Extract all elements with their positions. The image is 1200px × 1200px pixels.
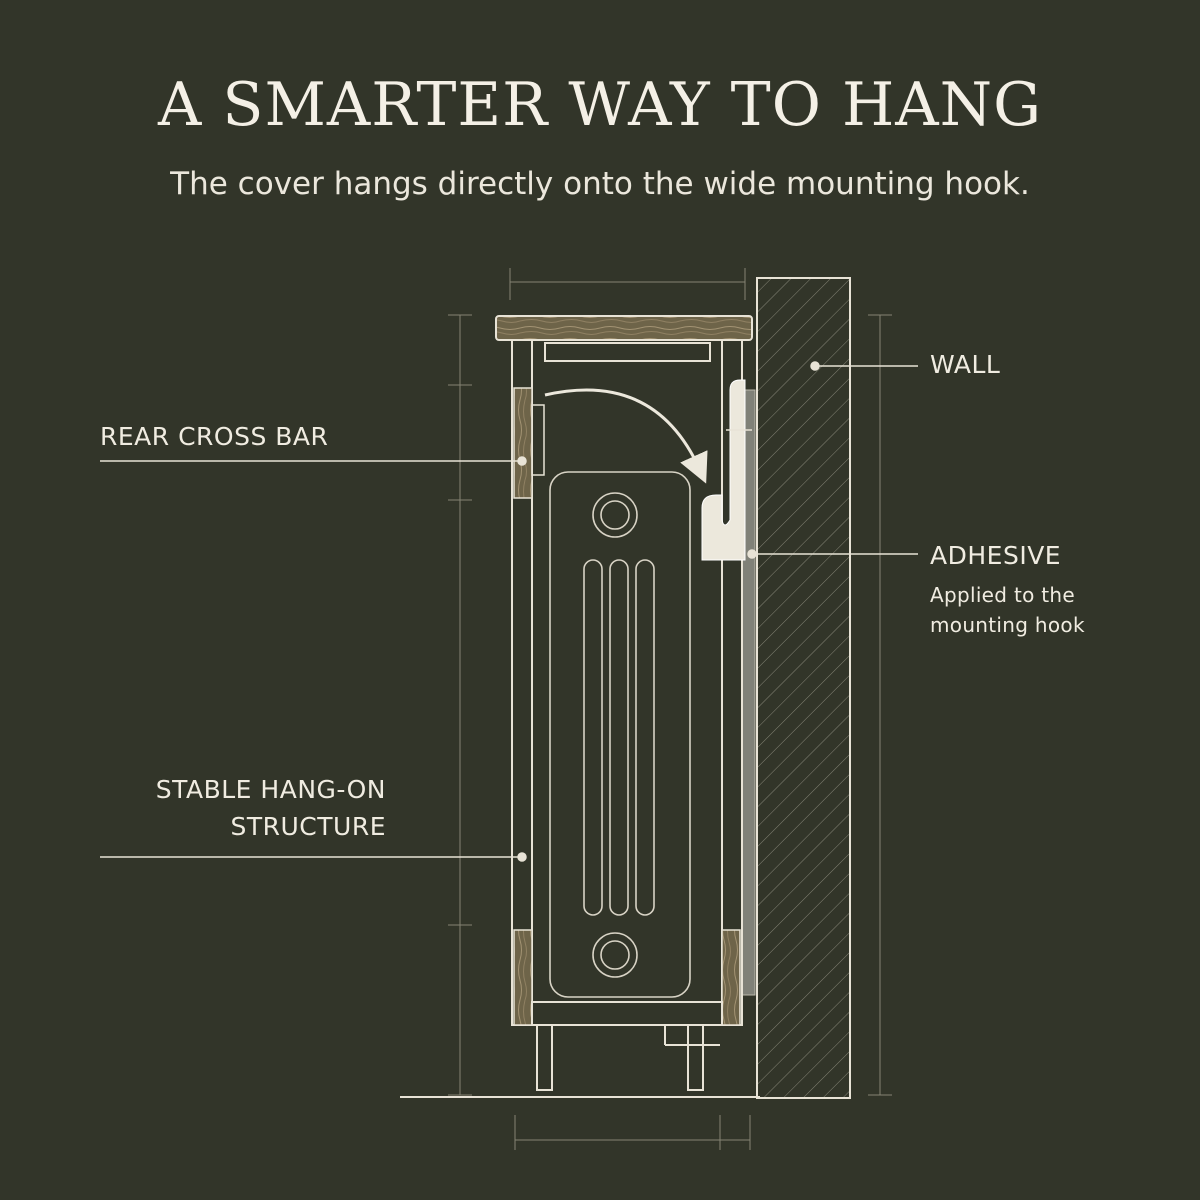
leader-lines	[100, 361, 918, 862]
rear-cross-bar-label: REAR CROSS BAR	[100, 422, 329, 451]
mounting-hook	[701, 379, 752, 561]
stable-structure-label-line1: STABLE HANG-ON	[155, 775, 386, 804]
wall-label: WALL	[930, 350, 1001, 379]
cover-cabinet	[511, 339, 743, 1026]
cabinet-base	[531, 1001, 723, 1091]
stable-structure-label-line2: STRUCTURE	[230, 812, 386, 841]
adhesive-label: ADHESIVE	[930, 541, 1062, 570]
wall	[756, 277, 851, 1099]
arrow-icon	[544, 388, 708, 484]
dimension-lines	[448, 268, 892, 1150]
top-board	[495, 315, 753, 341]
page-title: A SMARTER WAY TO HANG	[157, 70, 1043, 140]
radiator	[549, 471, 691, 998]
rear-cross-bar	[513, 387, 533, 499]
page-subtitle: The cover hangs directly onto the wide m…	[170, 166, 1030, 202]
lower-rail	[513, 929, 533, 1026]
adhesive-note-line1: Applied to the	[930, 583, 1076, 607]
adhesive-note-line2: mounting hook	[930, 613, 1085, 637]
